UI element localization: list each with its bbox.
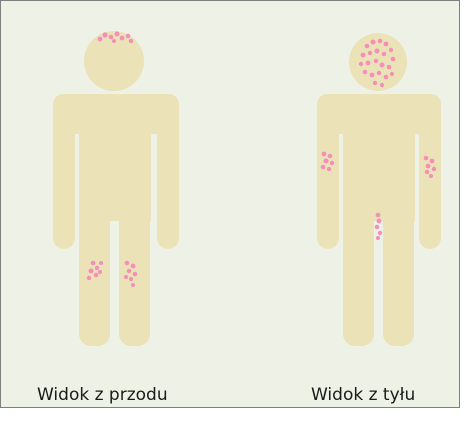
diagram-panel: Widok z przodu Widok z tyłu — [0, 0, 460, 408]
back-view-caption: Widok z tyłu — [311, 385, 415, 405]
body-silhouette — [53, 31, 179, 346]
back-view-figure — [231, 1, 461, 371]
front-view-caption: Widok z przodu — [37, 385, 168, 405]
body-silhouette — [317, 33, 441, 346]
front-view-figure — [1, 1, 231, 371]
